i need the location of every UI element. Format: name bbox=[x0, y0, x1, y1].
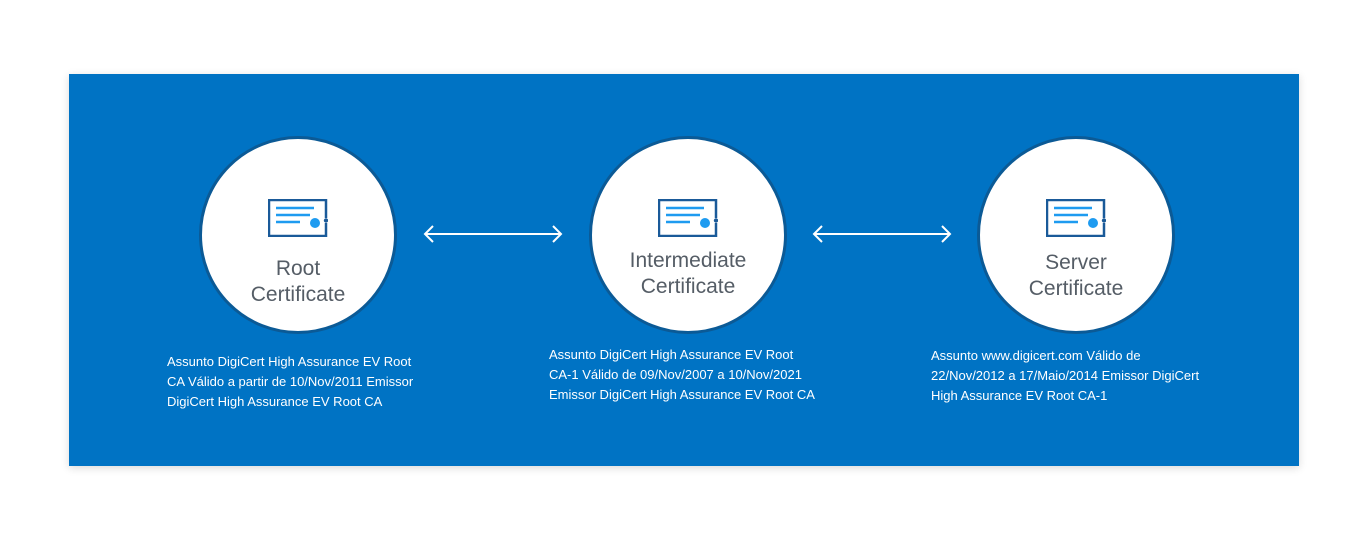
desc-line: High Assurance EV Root CA-1 bbox=[931, 388, 1108, 403]
title-line: Root bbox=[275, 257, 321, 280]
double-arrow-icon bbox=[812, 225, 952, 243]
title-line: Certificate bbox=[250, 283, 346, 306]
root-certificate-description: Assunto DigiCert High Assurance EV Root … bbox=[167, 352, 413, 412]
node-title: Root Certificate bbox=[202, 256, 394, 308]
intermediate-certificate-description: Assunto DigiCert High Assurance EV Root … bbox=[549, 345, 815, 405]
certificate-chain-panel: Root Certificate Intermediate Certificat… bbox=[69, 74, 1299, 466]
desc-line: DigiCert High Assurance EV Root CA bbox=[167, 394, 383, 409]
server-certificate-description: Assunto www.digicert.com Válido de 22/No… bbox=[931, 346, 1199, 406]
desc-line: CA-1 Válido de 09/Nov/2007 a 10/Nov/2021 bbox=[549, 367, 802, 382]
desc-line: Assunto DigiCert High Assurance EV Root bbox=[167, 354, 412, 369]
desc-line: Assunto DigiCert High Assurance EV Root bbox=[549, 347, 794, 362]
certificate-icon bbox=[1046, 199, 1106, 237]
desc-line: CA Válido a partir de 10/Nov/2011 Emisso… bbox=[167, 374, 414, 389]
desc-line: Emissor DigiCert High Assurance EV Root … bbox=[549, 387, 815, 402]
certificate-icon bbox=[658, 199, 718, 237]
intermediate-certificate-node: Intermediate Certificate bbox=[589, 136, 787, 334]
title-line: Certificate bbox=[1028, 277, 1124, 300]
desc-line: Assunto www.digicert.com Válido de bbox=[931, 348, 1141, 363]
certificate-icon bbox=[268, 199, 328, 237]
double-arrow-icon bbox=[423, 225, 563, 243]
server-certificate-node: Server Certificate bbox=[977, 136, 1175, 334]
title-line: Intermediate bbox=[629, 249, 747, 272]
desc-line: 22/Nov/2012 a 17/Maio/2014 Emissor DigiC… bbox=[931, 368, 1200, 383]
node-title: Server Certificate bbox=[980, 250, 1172, 302]
title-line: Certificate bbox=[640, 275, 736, 298]
title-line: Server bbox=[1045, 251, 1107, 274]
root-certificate-node: Root Certificate bbox=[199, 136, 397, 334]
node-title: Intermediate Certificate bbox=[592, 248, 784, 300]
